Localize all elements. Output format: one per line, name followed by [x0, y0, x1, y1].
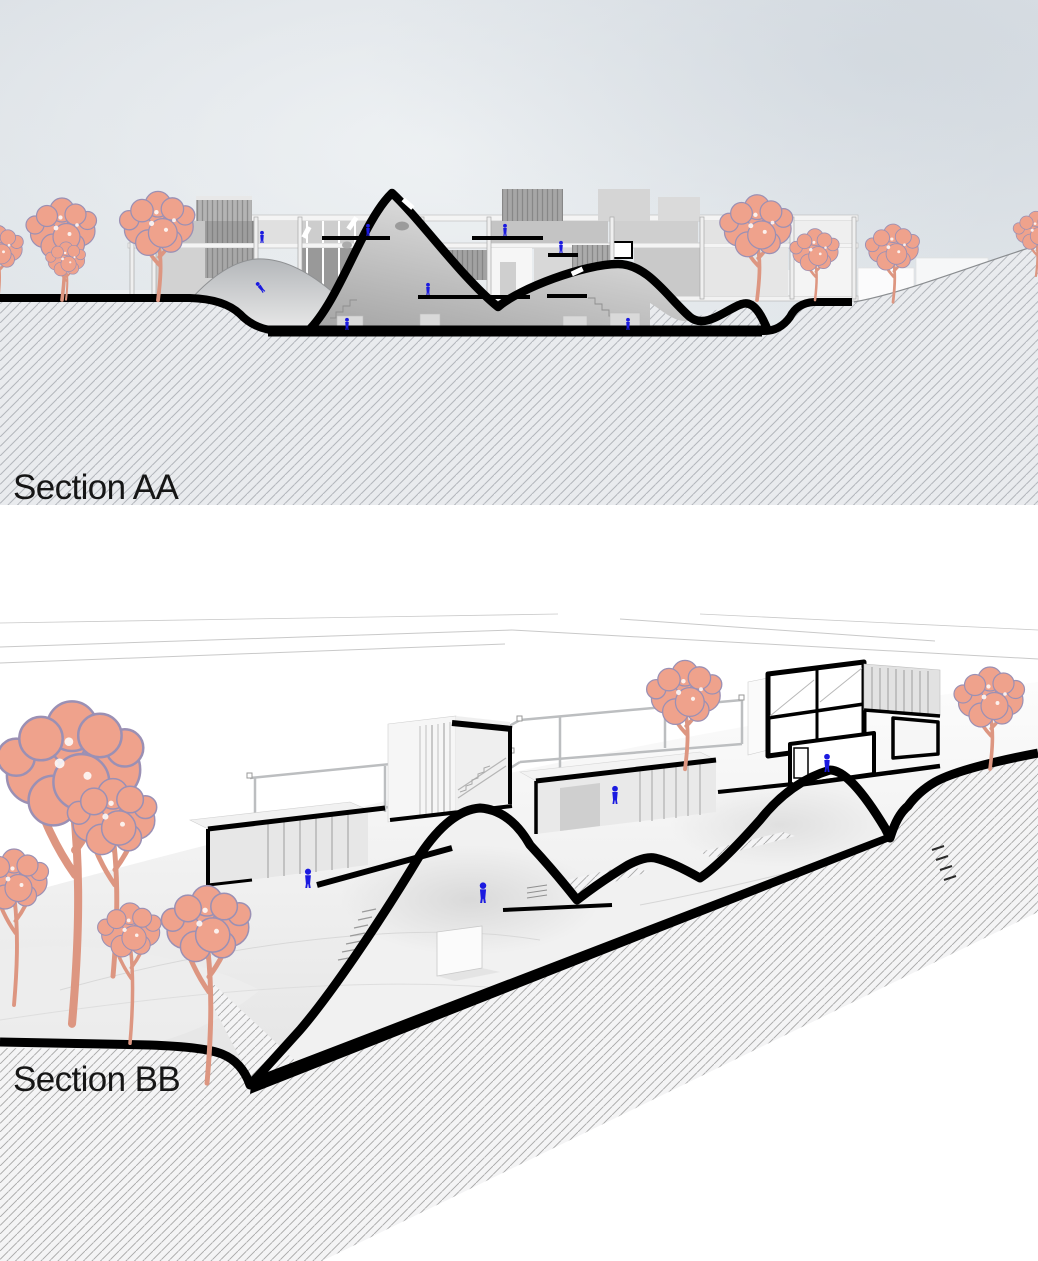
- section-aa-drawing: [0, 0, 1038, 505]
- stairs: [337, 908, 377, 961]
- building-stair-pavilion: [387, 715, 513, 823]
- road-lines: [0, 613, 1038, 664]
- terrain-shading: [0, 783, 890, 1060]
- terrain-surface: [0, 682, 1038, 1085]
- earth-hatch-wedge: [700, 832, 795, 858]
- earth-hatch-bb: [0, 754, 1038, 1261]
- building-cut-box-center: [519, 751, 718, 834]
- earth-hatch-aa: [0, 245, 1038, 505]
- slab-bar: [502, 903, 613, 912]
- section-bb-label: Section BB: [13, 1060, 181, 1099]
- section-cut-wave-line: [0, 748, 1038, 1090]
- slab-bar: [316, 845, 453, 888]
- section-cut-floor-line: [250, 833, 890, 1094]
- interior-floor-slabs: [322, 236, 587, 299]
- cut-stair-steps: [931, 845, 957, 881]
- building-cut-box-left: [188, 801, 386, 887]
- cut-line-breaks: [301, 197, 584, 277]
- hill-outline: [853, 244, 1038, 303]
- section-bb-drawing: [0, 520, 1038, 1261]
- terrain-wall-panel: [436, 925, 500, 981]
- slab-bar: [717, 782, 794, 794]
- section-aa-label: Section AA: [13, 468, 179, 507]
- stairs: [526, 884, 548, 899]
- building-cut-large: [747, 659, 941, 789]
- panel-gap: [0, 505, 1038, 520]
